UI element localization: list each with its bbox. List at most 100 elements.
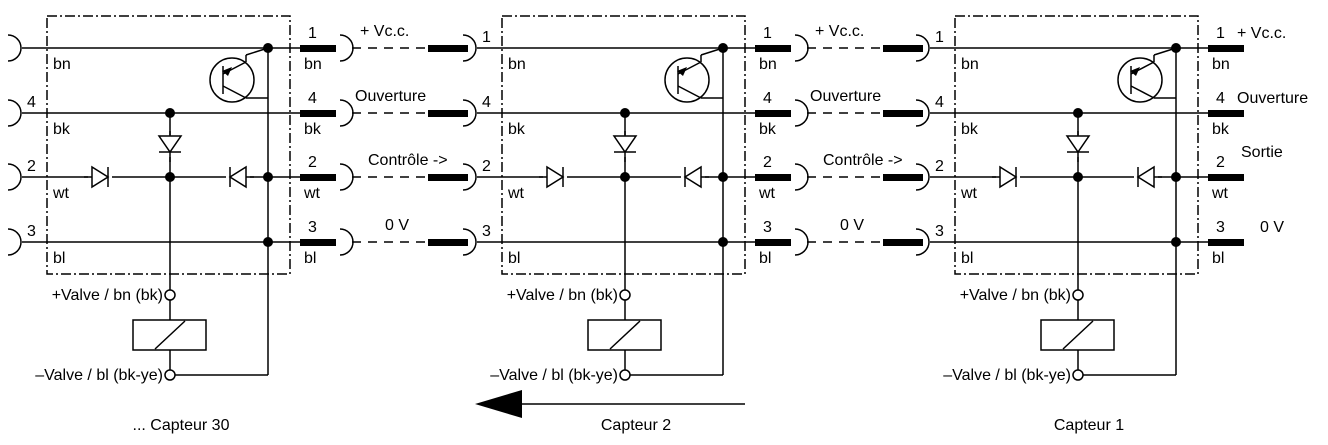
socket-connector-icon [339, 34, 354, 62]
diode-icon [91, 165, 110, 189]
junction-dot [620, 108, 630, 118]
valve-terminal-plus [619, 289, 631, 301]
output-pin-number: 4 [1216, 90, 1225, 107]
diode-icon [1065, 135, 1091, 154]
output-wire-label: wt [1211, 185, 1229, 202]
sensor-caption: Capteur 2 [601, 417, 671, 434]
junction-dot [718, 237, 728, 247]
transistor-icon [209, 57, 255, 103]
junction-dot [263, 43, 273, 53]
input-pin-number: 3 [27, 223, 36, 240]
junction-dot [1171, 172, 1181, 182]
coil-slash [1062, 320, 1094, 350]
output-pin-number: 3 [1216, 219, 1225, 236]
input-pin-number: 3 [482, 223, 491, 240]
end-signal-label: Ouverture [1237, 90, 1308, 107]
link-signal-label: Ouverture [355, 88, 426, 105]
link-signal-label: Contrôle -> [823, 152, 903, 169]
socket-connector-icon [794, 228, 809, 256]
junction-dot [620, 172, 630, 182]
output-wire-label: bk [304, 121, 322, 138]
link-plug-bar [428, 45, 468, 52]
transistor-arrow [222, 67, 232, 76]
junction-dot [718, 43, 728, 53]
output-wire-label: bn [1212, 56, 1230, 73]
output-pin-number: 3 [308, 219, 317, 236]
output-wire-label: bl [304, 250, 316, 267]
link-plug-bar [428, 174, 468, 181]
socket-connector-icon [462, 34, 477, 62]
junction-dot [1073, 108, 1083, 118]
output-wire-label: wt [758, 185, 776, 202]
junction-dot [165, 108, 175, 118]
valve-minus-label: –Valve / bl (bk-ye) [943, 367, 1071, 384]
output-wire-label: bl [1212, 250, 1224, 267]
socket-connector-icon [7, 163, 22, 191]
input-pin-number: 1 [935, 29, 944, 46]
diode-icon [612, 135, 638, 154]
arrow-left-icon [475, 390, 522, 418]
sensor-caption: Capteur 1 [1054, 417, 1124, 434]
input-pin-number: 3 [935, 223, 944, 240]
socket-connector-icon [794, 99, 809, 127]
input-pin-number: 2 [27, 158, 36, 175]
input-pin-number: 4 [482, 94, 491, 111]
wire-color-label: bk [508, 121, 526, 138]
junction-dot [718, 172, 728, 182]
diode-icon [546, 165, 565, 189]
wire-color-label: bn [508, 56, 526, 73]
end-signal-label: + Vc.c. [1237, 25, 1286, 42]
junction-dot [1073, 172, 1083, 182]
output-pin-number: 2 [308, 154, 317, 171]
input-pin-number: 2 [482, 158, 491, 175]
junction-dot [1171, 237, 1181, 247]
output-wire-label: bk [759, 121, 777, 138]
output-pin-number: 2 [1216, 154, 1225, 171]
junction-dot [1171, 43, 1181, 53]
valve-terminal-minus [164, 369, 176, 381]
output-wire-label: wt [303, 185, 321, 202]
output-connector-bar [1208, 45, 1244, 52]
socket-connector-icon [339, 99, 354, 127]
sensor-housing-boundary [46, 15, 291, 275]
socket-connector-icon [915, 228, 930, 256]
junction-dot [263, 172, 273, 182]
wire-color-label: wt [507, 185, 525, 202]
socket-connector-icon [339, 228, 354, 256]
coil-slash [609, 320, 641, 350]
transistor-emitter [222, 85, 247, 99]
output-connector-bar [755, 45, 791, 52]
input-pin-number: 1 [482, 29, 491, 46]
socket-connector-icon [462, 228, 477, 256]
input-pin-number: 4 [935, 94, 944, 111]
input-pin-number: 4 [27, 94, 36, 111]
end-signal-label: 0 V [1260, 219, 1284, 236]
valve-minus-label: –Valve / bl (bk-ye) [35, 367, 163, 384]
output-connector-bar [300, 110, 336, 117]
output-pin-number: 1 [1216, 25, 1225, 42]
socket-connector-icon [462, 163, 477, 191]
socket-connector-icon [7, 34, 22, 62]
output-connector-bar [755, 174, 791, 181]
output-pin-number: 1 [308, 25, 317, 42]
socket-connector-icon [915, 99, 930, 127]
output-connector-bar [300, 239, 336, 246]
diode-icon [999, 165, 1018, 189]
socket-connector-icon [794, 34, 809, 62]
link-signal-label: 0 V [385, 217, 409, 234]
wire-color-label: bl [961, 250, 973, 267]
output-connector-bar [300, 174, 336, 181]
transistor-icon [664, 57, 710, 103]
transistor-emitter [677, 85, 702, 99]
valve-plus-label: +Valve / bn (bk) [960, 287, 1071, 304]
wire-color-label: bn [961, 56, 979, 73]
wire-color-label: wt [52, 185, 70, 202]
link-plug-bar [883, 110, 923, 117]
transistor-icon [1117, 57, 1163, 103]
